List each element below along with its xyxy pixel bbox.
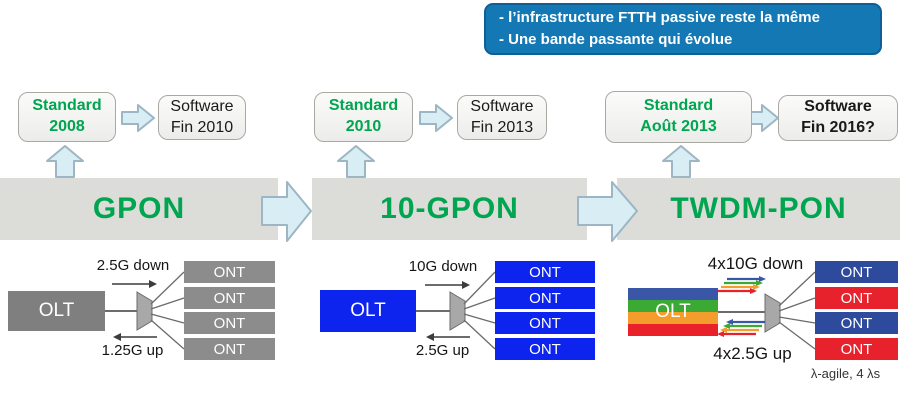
standard-box-gpon: Standard 2008 [18, 92, 116, 142]
standard-10gpon-line2: 2010 [345, 118, 382, 135]
ont-label: ONT [213, 340, 246, 358]
software-gpon-line2: Fin 2010 [170, 118, 234, 136]
olt-box-gpon: OLT [8, 291, 105, 331]
standard-gpon-line1: Standard [32, 97, 102, 115]
software-gpon-line1: Software [170, 97, 234, 115]
ont-label: ONT [840, 340, 873, 358]
standard-10gpon-line1: Standard [328, 97, 399, 115]
ont-label: ONT [529, 314, 561, 332]
ont-label: ONT [840, 289, 873, 307]
banner-twdmpon-label: TWDM-PON [670, 192, 847, 225]
info-box-line1: - l’infrastructure FTTH passive reste la… [499, 8, 820, 26]
arrow-right-icon [121, 104, 155, 132]
software-box-gpon: Software Fin 2010 [158, 95, 246, 140]
splitter-icon [449, 291, 466, 331]
arrow-right-small-icon [462, 281, 470, 289]
info-box-line2: - Une bande passante qui évolue [499, 31, 733, 48]
upstream-rate-label: 1.25G up [101, 342, 164, 359]
info-box: - l’infrastructure FTTH passive reste la… [484, 3, 882, 55]
olt-label: OLT [655, 301, 691, 322]
upstream-rate-label: 2.5G up [415, 342, 470, 359]
standard-twdmpon-line1: Standard [643, 97, 714, 115]
ont-box: ONT [815, 261, 898, 283]
arrow-right-small-icon [149, 280, 157, 288]
ont-box: ONT [184, 312, 275, 334]
banner-twdmpon: TWDM-PON [617, 178, 900, 240]
olt-box-10gpon: OLT [320, 290, 416, 332]
ont-label: ONT [529, 340, 561, 358]
ont-box: ONT [184, 261, 275, 283]
banner-gpon: GPON [0, 178, 278, 240]
ont-label: ONT [213, 263, 246, 281]
ont-box: ONT [184, 338, 275, 360]
ont-box: ONT [495, 312, 595, 334]
software-10gpon-line2: Fin 2013 [470, 118, 534, 136]
olt-label: OLT [38, 300, 75, 321]
ont-label: ONT [840, 314, 873, 332]
olt-box-twdmpon: OLT [628, 288, 718, 336]
ont-box: ONT [495, 338, 595, 360]
lambda-agile-note: λ-agile, 4 λs [810, 366, 881, 381]
ont-label: ONT [529, 289, 561, 307]
ont-label: ONT [213, 289, 246, 307]
arrow-up-icon [337, 145, 375, 178]
standard-gpon-line2: 2008 [49, 118, 85, 135]
arrow-left-small-icon [426, 333, 434, 341]
standard-box-10gpon: Standard 2010 [314, 92, 413, 142]
olt-label: OLT [350, 300, 386, 321]
downstream-rate-label: 10G down [408, 258, 478, 275]
ont-box: ONT [815, 312, 898, 334]
arrow-up-icon [662, 145, 700, 178]
wavelength-up-arrows-icon [717, 319, 765, 337]
arrow-up-icon [46, 145, 84, 178]
software-box-10gpon: Software Fin 2013 [457, 95, 547, 140]
ont-label: ONT [529, 263, 561, 281]
standard-twdmpon-line2: Août 2013 [640, 118, 717, 135]
downstream-rate-label: 2.5G down [96, 257, 170, 274]
arrow-left-small-icon [113, 333, 121, 341]
ont-box: ONT [495, 287, 595, 309]
ont-label: ONT [840, 263, 873, 281]
ont-box: ONT [815, 338, 898, 360]
software-10gpon-line1: Software [470, 97, 534, 115]
downstream-rate-label: 4x10G down [707, 254, 804, 273]
wavelength-down-arrows-icon [718, 276, 766, 294]
ont-box: ONT [495, 261, 595, 283]
ont-box: ONT [184, 287, 275, 309]
arrow-right-icon [419, 104, 453, 132]
software-twdmpon-line1: Software [804, 98, 872, 116]
banner-10gpon: 10-GPON [312, 178, 587, 240]
software-twdmpon-line2: Fin 2016? [801, 119, 875, 136]
banner-10gpon-label: 10-GPON [380, 192, 519, 225]
splitter-icon [764, 293, 781, 333]
standard-box-twdmpon: Standard Août 2013 [605, 91, 752, 143]
software-box-twdmpon: Software Fin 2016? [778, 95, 898, 141]
ont-box: ONT [815, 287, 898, 309]
ont-label: ONT [213, 314, 246, 332]
banner-gpon-label: GPON [92, 192, 186, 225]
upstream-rate-label: 4x2.5G up [713, 344, 792, 363]
splitter-icon [136, 291, 153, 331]
